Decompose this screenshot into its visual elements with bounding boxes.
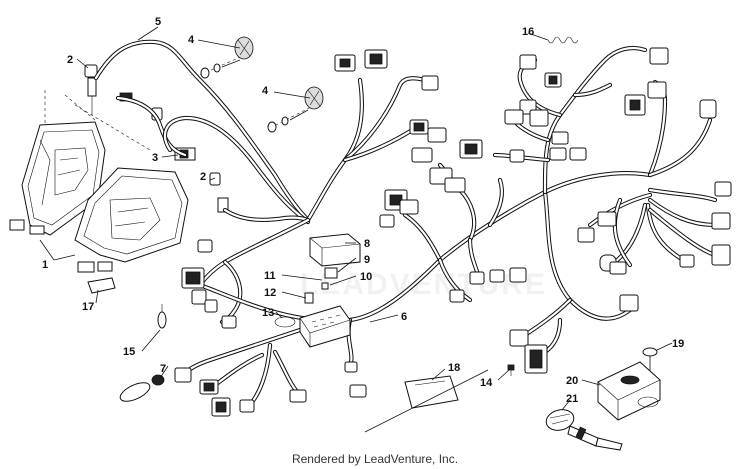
callout-15: 15 (123, 346, 135, 358)
grommet (157, 304, 167, 329)
adjuster-lower (267, 86, 324, 133)
main-harness (93, 39, 718, 408)
credit-line: Rendered by LeadVenture, Inc. (291, 452, 459, 466)
plug-boot (119, 374, 165, 402)
callout-16: 16 (522, 26, 534, 38)
module-pad (404, 375, 459, 409)
leader-lines (39, 26, 673, 411)
callout-21: 21 (566, 393, 578, 405)
callout-17: 17 (82, 301, 94, 313)
callout-8: 8 (364, 238, 370, 250)
coil-spring (547, 36, 579, 44)
bulb-socket-lower (209, 172, 229, 213)
connectors (174, 47, 732, 417)
callout-19: 19 (672, 338, 684, 350)
tag-plate (87, 277, 116, 294)
key-fob (545, 409, 623, 451)
callout-18: 18 (448, 362, 460, 374)
callout-2-lower: 2 (200, 171, 206, 183)
callout-13: 13 (262, 307, 274, 319)
callout-9: 9 (364, 254, 370, 266)
fuse-clip (304, 292, 314, 304)
callout-12: 12 (264, 287, 276, 299)
screw-small (507, 364, 515, 376)
control-unit (597, 361, 661, 421)
bulb-socket-upper (84, 64, 133, 115)
bulb-socket-mid (151, 107, 196, 161)
callout-labels: 1 2 2 3 4 4 5 6 7 8 9 10 11 12 13 14 15 … (42, 16, 684, 405)
callout-1: 1 (42, 259, 48, 271)
callout-2-upper: 2 (67, 54, 73, 66)
callout-4-lower: 4 (262, 85, 269, 97)
callout-3: 3 (152, 152, 158, 164)
callout-7: 7 (160, 363, 166, 375)
callout-11: 11 (264, 270, 276, 282)
callout-6: 6 (401, 311, 407, 323)
headlight-left (9, 121, 106, 236)
screw-19 (642, 347, 658, 372)
small-relay (321, 267, 338, 290)
divider-line (364, 369, 489, 433)
callout-10: 10 (360, 271, 372, 283)
cable-tie (274, 316, 296, 328)
callout-5: 5 (155, 16, 161, 28)
adjuster-upper (199, 36, 254, 79)
callout-4-upper: 4 (188, 34, 195, 46)
callout-20: 20 (566, 375, 578, 387)
callout-14: 14 (480, 377, 493, 389)
fuse-box (299, 305, 351, 348)
relay-module (309, 233, 361, 267)
headlight-right (74, 167, 189, 273)
